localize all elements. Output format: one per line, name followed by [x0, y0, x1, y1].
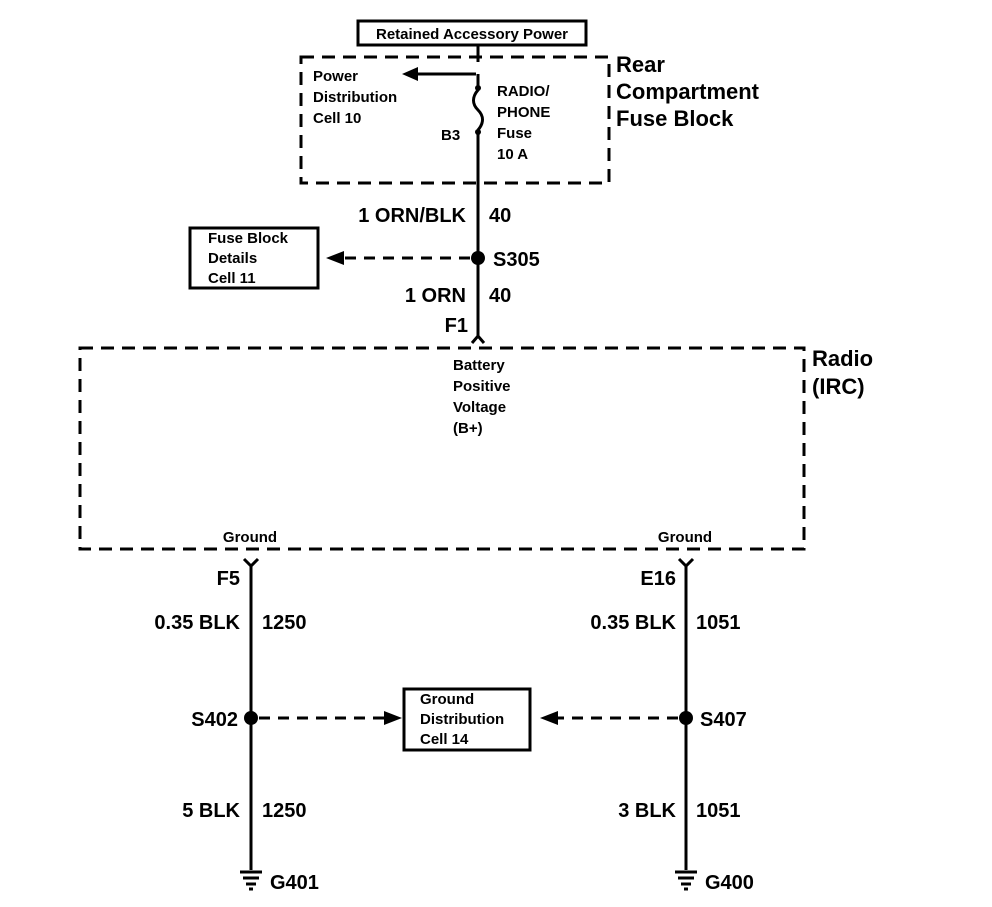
ground-g401-icon	[240, 870, 262, 891]
radio-ground-right-label: Ground	[658, 529, 712, 546]
retained-accessory-power-box: Retained Accessory Power	[356, 19, 588, 47]
splice-s402-dot	[244, 711, 258, 725]
radio-title-line-2: (IRC)	[812, 374, 865, 399]
splice-s407-label: S407	[700, 709, 747, 731]
radio-ground-left-label: Ground	[223, 529, 277, 546]
wire-2-gauge-color: 1 ORN	[405, 285, 466, 307]
ground-g400-icon	[675, 870, 697, 891]
connector-f1-label: F1	[445, 315, 468, 337]
fuse-block-details-box: Fuse Block Details Cell 11	[188, 226, 320, 290]
radio-outline	[78, 346, 806, 551]
fuse-icon	[472, 85, 484, 135]
splice-s402-label: S402	[191, 709, 238, 731]
wire-4-circuit: 1051	[696, 612, 741, 634]
splice-s305-label: S305	[493, 249, 540, 271]
battery-positive-voltage-label: Battery Positive Voltage (B+)	[453, 357, 511, 437]
fuse-block-title: Rear Compartment Fuse Block	[616, 52, 760, 131]
fuse-label-line-4: 10 A	[497, 146, 528, 163]
fuse-block-details-line-3: Cell 11	[208, 270, 256, 287]
fuse-label-line-3: Fuse	[497, 125, 532, 142]
retained-accessory-power-label: Retained Accessory Power	[376, 26, 568, 43]
wire-6-circuit: 1051	[696, 800, 741, 822]
radio-title-line-1: Radio	[812, 346, 873, 371]
bplus-line-2: Positive	[453, 378, 511, 395]
ground-distribution-line-3: Cell 14	[420, 731, 469, 748]
fuse-block-outline	[299, 55, 611, 185]
radio-phone-fuse-label: RADIO/ PHONE Fuse 10 A	[497, 83, 550, 163]
wire-1-circuit: 40	[489, 205, 511, 227]
fuse-block-details-arrow-icon	[326, 251, 344, 265]
power-distribution-line-1: Power	[313, 68, 358, 85]
splice-s407-dot	[679, 711, 693, 725]
ground-distribution-box: Ground Distribution Cell 14	[402, 687, 532, 752]
power-bus	[402, 45, 480, 86]
bplus-line-4: (B+)	[453, 420, 483, 437]
fuse-block-details-line-1: Fuse Block	[208, 230, 289, 247]
ground-g401-label: G401	[270, 872, 319, 894]
connector-f1-icon	[470, 333, 486, 344]
fuse-label-line-2: PHONE	[497, 104, 550, 121]
wire-2-circuit: 40	[489, 285, 511, 307]
ground-g400-label: G400	[705, 872, 754, 894]
wire-6-gauge-color: 3 BLK	[618, 800, 676, 822]
fuse-block-details-line-2: Details	[208, 250, 257, 267]
power-distribution-arrow-icon	[402, 67, 418, 81]
ground-distribution-left-arrow-icon	[384, 711, 402, 725]
power-distribution-reference: Power Distribution Cell 10	[313, 68, 397, 127]
wire-3-circuit: 1250	[262, 612, 307, 634]
connector-f5-label: F5	[217, 568, 240, 590]
bplus-line-3: Voltage	[453, 399, 506, 416]
bplus-line-1: Battery	[453, 357, 505, 374]
ground-distribution-right-arrow-icon	[540, 711, 558, 725]
wire-4-gauge-color: 0.35 BLK	[590, 612, 676, 634]
fuse-block-title-line-1: Rear	[616, 52, 665, 77]
fuse-block-title-line-3: Fuse Block	[616, 106, 734, 131]
connector-e16-label: E16	[640, 568, 676, 590]
fuse-block-title-line-2: Compartment	[616, 79, 760, 104]
power-distribution-line-2: Distribution	[313, 89, 397, 106]
splice-s305-dot	[471, 251, 485, 265]
wire-3-gauge-color: 0.35 BLK	[154, 612, 240, 634]
ground-distribution-line-1: Ground	[420, 691, 474, 708]
ground-distribution-line-2: Distribution	[420, 711, 504, 728]
wire-5-gauge-color: 5 BLK	[182, 800, 240, 822]
fuse-label-line-1: RADIO/	[497, 83, 550, 100]
wire-1-gauge-color: 1 ORN/BLK	[358, 205, 466, 227]
fuse-terminal-label: B3	[441, 127, 460, 144]
power-distribution-line-3: Cell 10	[313, 110, 361, 127]
wire-5-circuit: 1250	[262, 800, 307, 822]
